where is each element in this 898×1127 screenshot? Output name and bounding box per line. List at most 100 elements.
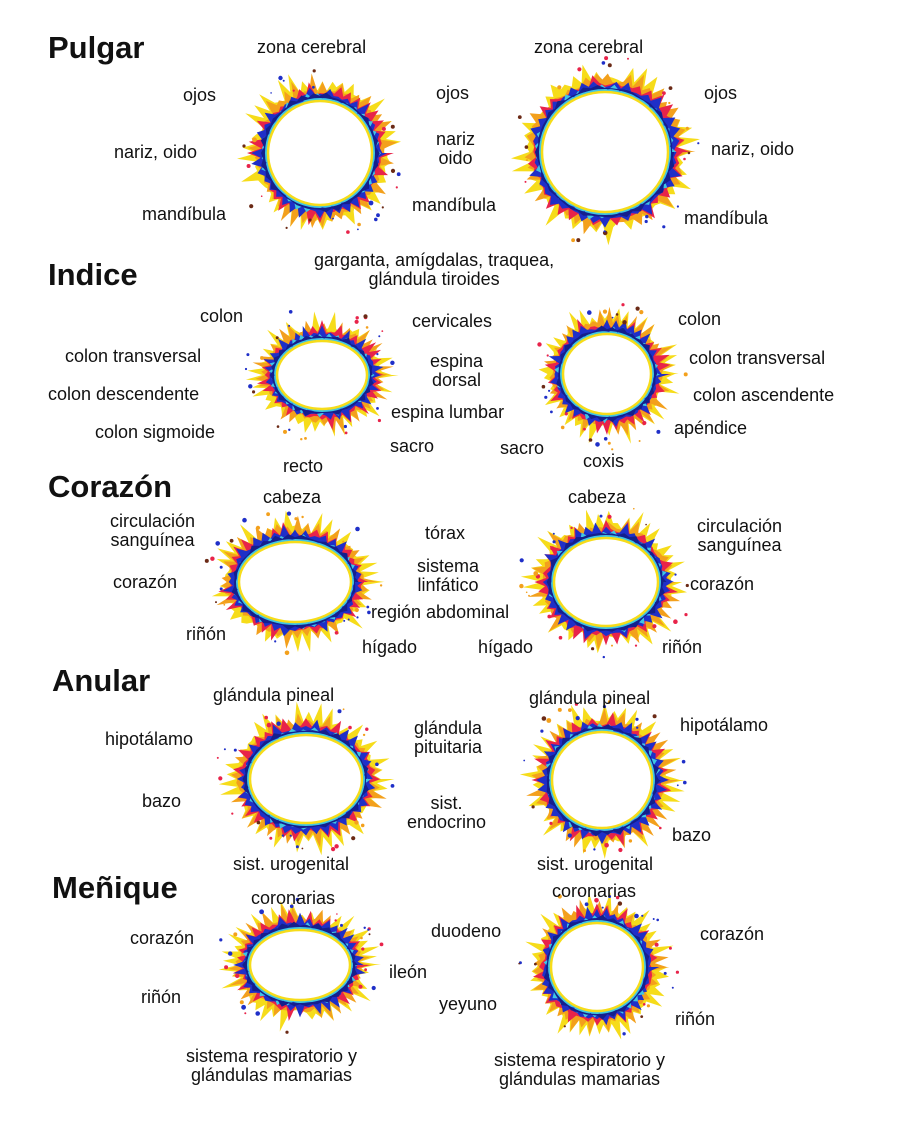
ring-pulgar-left-speck bbox=[270, 92, 272, 94]
ring-corazon-left-speck bbox=[367, 610, 371, 615]
ring-menique-left-speck bbox=[235, 973, 240, 978]
ring-menique-right-core bbox=[549, 921, 645, 1013]
ring-pulgar-left-speck bbox=[396, 172, 401, 177]
ring-pulgar-left-speck bbox=[381, 126, 386, 131]
ring-corazon-left-speck bbox=[294, 517, 298, 521]
ring-pulgar-right-speck bbox=[662, 91, 666, 95]
ring-anular-right-speck bbox=[602, 705, 607, 709]
ring-indice-left-speck bbox=[377, 418, 381, 423]
ring-indice-left-speck bbox=[244, 367, 248, 371]
label-menique-duodeno: duodeno bbox=[431, 921, 502, 941]
ring-anular-right-speck bbox=[588, 698, 591, 702]
ring-menique-right bbox=[518, 892, 680, 1040]
label-anular-urogenital-left: sist. urogenital bbox=[233, 854, 350, 874]
ring-menique-right-speck bbox=[634, 913, 639, 919]
ring-corazon-right-speck bbox=[634, 644, 638, 647]
ring-indice-right-speck bbox=[588, 438, 593, 442]
ring-corazon-left-speck bbox=[204, 558, 209, 563]
label-pulgar-mandibula-right: mandíbula bbox=[684, 208, 769, 228]
ring-anular-right-speck bbox=[540, 729, 544, 733]
ring-indice-right-speck bbox=[602, 309, 608, 314]
ring-indice-left-speck bbox=[288, 324, 291, 327]
ring-corazon-right-speck bbox=[602, 655, 605, 659]
label-menique-corazon-right: corazón bbox=[700, 924, 765, 944]
ring-menique-right-speck bbox=[578, 892, 581, 894]
ring-anular-left-speck bbox=[375, 762, 379, 767]
ring-indice-left-speck bbox=[248, 384, 253, 389]
label-indice-sacro-right: sacro bbox=[500, 438, 545, 458]
label-corazon-cabeza-left: cabeza bbox=[263, 487, 322, 507]
ring-pulgar-left-speck bbox=[346, 230, 350, 234]
ring-anular-right-speck bbox=[604, 842, 609, 848]
ring-menique-left-speck bbox=[233, 932, 238, 937]
label-anular-hipotalamo-right: hipotálamo bbox=[680, 715, 769, 735]
label-pulgar-nariz-oido-left: nariz, oido bbox=[114, 142, 198, 162]
ring-indice-left-speck bbox=[260, 356, 264, 360]
ring-menique-right-speck bbox=[594, 898, 599, 903]
ring-menique-right-speck bbox=[654, 942, 659, 947]
ring-menique-left-speck bbox=[371, 985, 376, 991]
ring-anular-right-speck bbox=[676, 784, 679, 787]
ring-corazon-right-speck bbox=[550, 546, 555, 551]
ring-indice-right-speck bbox=[583, 427, 586, 431]
label-indice-coxis: coxis bbox=[583, 451, 625, 471]
ring-anular-left-core bbox=[248, 733, 364, 825]
ring-indice-left-speck bbox=[275, 336, 279, 340]
label-menique-respiratorio-right: sistema respiratorio y glándulas mamaria… bbox=[494, 1050, 666, 1089]
label-indice-colon-transversal-left: colon transversal bbox=[65, 346, 202, 366]
ring-menique-right-speck bbox=[557, 894, 562, 899]
ring-indice-right-speck bbox=[622, 320, 627, 325]
ring-menique-right-speck bbox=[642, 1003, 646, 1006]
ring-pulgar-left-speck bbox=[292, 89, 295, 92]
ring-anular-right bbox=[519, 698, 687, 859]
ring-menique-left-speck bbox=[224, 965, 229, 970]
ring-indice-right-speck bbox=[635, 306, 640, 311]
ring-menique-left-speck bbox=[336, 913, 338, 915]
ring-pulgar-left-speck bbox=[285, 226, 288, 229]
ring-indice-left-speck bbox=[365, 326, 369, 329]
ring-indice-left-speck bbox=[381, 330, 384, 332]
ring-menique-right-speck bbox=[652, 918, 655, 920]
ring-indice-right-speck bbox=[656, 429, 661, 434]
ring-anular-left-speck bbox=[266, 722, 272, 728]
label-menique-yeyuno: yeyuno bbox=[439, 994, 498, 1014]
ring-menique-right-speck bbox=[563, 1025, 566, 1028]
label-corazon-sistema-linfatico: sistema linfático bbox=[417, 556, 480, 595]
ring-pulgar-left-speck bbox=[252, 137, 257, 143]
ring-corazon-right-speck bbox=[591, 647, 595, 651]
ring-corazon-right-core bbox=[552, 536, 660, 628]
ring-indice-right-speck bbox=[621, 303, 625, 307]
ring-indice-left-speck bbox=[288, 310, 293, 314]
section-title-menique: Meñique bbox=[52, 870, 178, 905]
ring-anular-right-speck bbox=[593, 848, 596, 851]
ring-pulgar-right-speck bbox=[697, 142, 700, 145]
ring-anular-right-speck bbox=[652, 714, 657, 719]
ring-menique-right-speck bbox=[641, 914, 644, 917]
ring-indice-right-speck bbox=[550, 410, 553, 414]
ring-indice-left-speck bbox=[304, 437, 307, 440]
label-corazon-corazon-right: corazón bbox=[690, 574, 755, 594]
ring-anular-right-speck bbox=[607, 700, 611, 704]
ring-pulgar-left-core bbox=[266, 99, 374, 207]
ring-indice-right-speck bbox=[683, 372, 688, 377]
ring-corazon-right-speck bbox=[547, 614, 552, 619]
label-menique-rinon-left: riñón bbox=[141, 987, 182, 1007]
ring-menique-left-speck bbox=[363, 926, 366, 929]
ring-pulgar-right-speck bbox=[517, 115, 522, 119]
ring-menique-left-speck bbox=[360, 936, 363, 940]
ring-pulgar-left-speck bbox=[381, 206, 384, 209]
ring-pulgar-left-speck bbox=[395, 186, 398, 189]
ring-corazon-right-speck bbox=[552, 540, 556, 544]
ring-corazon-right-speck bbox=[633, 507, 635, 510]
ring-indice-right-speck bbox=[642, 420, 647, 426]
ring-corazon-right-speck bbox=[685, 583, 689, 588]
ring-corazon-left-speck bbox=[242, 517, 247, 523]
ring-menique-right-speck bbox=[663, 971, 667, 975]
label-corazon-torax: tórax bbox=[425, 523, 466, 543]
ring-pulgar-left-speck bbox=[374, 217, 378, 222]
ring-pulgar-right-speck bbox=[524, 145, 529, 149]
label-anular-endocrino: sist. endocrino bbox=[407, 793, 487, 832]
ring-corazon-right-speck bbox=[645, 523, 647, 526]
ring-anular-left-speck bbox=[301, 847, 304, 850]
ring-corazon-left-speck bbox=[342, 540, 345, 543]
